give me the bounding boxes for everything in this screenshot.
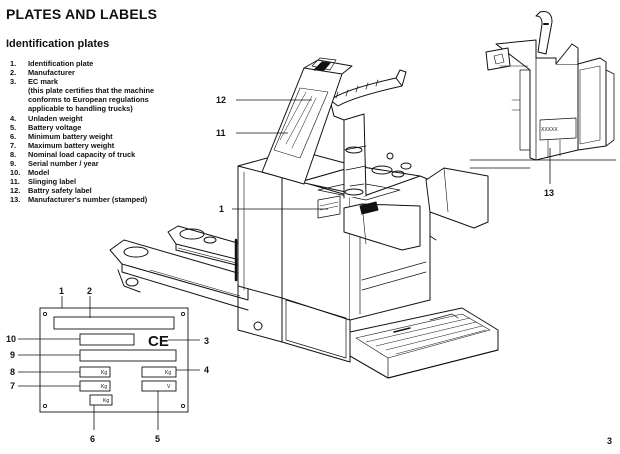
pallet-truck-illustration xyxy=(109,57,499,379)
plate-field-manufacturer xyxy=(53,316,175,330)
rivet-icon xyxy=(42,403,48,409)
list-item: 12. Battry safety label xyxy=(10,186,225,195)
item-text: Minimum battery weight xyxy=(28,131,113,141)
item-text: Slinging label xyxy=(28,177,77,187)
callout-10: 10 xyxy=(6,334,16,344)
unit-kg: Kg xyxy=(101,370,107,376)
item-text: Nominal load capacity of truck xyxy=(28,149,136,159)
callout-13: 13 xyxy=(544,188,554,198)
callout-1-truck: 1 xyxy=(219,204,224,214)
ce-mark-icon: CE xyxy=(148,333,169,350)
list-item: 13. Manufacturer's number (stamped) xyxy=(10,195,225,204)
list-item: 2. Manufacturer xyxy=(10,68,225,77)
item-text: Manufacturer's number (stamped) xyxy=(28,195,148,205)
item-number: 2. xyxy=(10,68,17,78)
unit-v: V xyxy=(167,384,171,390)
stamp-mark: XXXXX xyxy=(541,127,558,133)
item-number: 8. xyxy=(10,149,17,159)
item-text: Battery voltage xyxy=(28,122,82,132)
list-item: 1. Identification plate xyxy=(10,59,225,68)
section-subtitle: Identification plates xyxy=(6,38,110,50)
callout-8: 8 xyxy=(10,367,15,377)
list-item: 6. Minimum battery weight xyxy=(10,132,225,141)
list-item: 9. Serial number / year xyxy=(10,159,225,168)
list-item: 4. Unladen weight xyxy=(10,114,225,123)
item-text: Maximum battery weight xyxy=(28,140,115,150)
callout-lines-plate xyxy=(18,296,200,430)
plate-outline xyxy=(39,307,189,413)
list-item: 3. EC mark (this plate certifies that the… xyxy=(10,77,225,113)
item-text: EC mark (this plate certifies that the m… xyxy=(28,77,155,114)
list-item: 7. Maximum battery weight xyxy=(10,141,225,150)
identification-plate xyxy=(39,307,189,413)
callout-1-plate: 1 xyxy=(59,286,64,296)
callout-3: 3 xyxy=(204,336,209,346)
callout-7: 7 xyxy=(10,381,15,391)
item-number: 6. xyxy=(10,131,17,141)
list-item: 11. Slinging label xyxy=(10,177,225,186)
item-number: 9. xyxy=(10,159,17,169)
callout-lines-truck xyxy=(232,99,328,210)
rivet-icon xyxy=(180,403,186,409)
item-number: 7. xyxy=(10,140,17,150)
plate-field-min-battery xyxy=(89,394,113,406)
callout-12: 12 xyxy=(216,95,226,105)
list-item: 5. Battery voltage xyxy=(10,123,225,132)
legend-list: 1. Identification plate 2. Manufacturer 3.… xyxy=(10,59,225,205)
unit-kg: Kg xyxy=(101,384,107,390)
callout-6: 6 xyxy=(90,434,95,444)
item-number: 5. xyxy=(10,122,17,132)
callout-2: 2 xyxy=(87,286,92,296)
item-text: Model xyxy=(28,168,50,178)
callout-5: 5 xyxy=(155,434,160,444)
rivet-icon xyxy=(42,311,48,317)
plate-field-model xyxy=(79,333,135,346)
rivet-icon xyxy=(180,311,186,317)
item-number: 13. xyxy=(10,195,21,205)
plate-field-serial xyxy=(79,349,177,362)
item-number: 12. xyxy=(10,186,21,196)
item-text: Serial number / year xyxy=(28,159,99,169)
unit-kg: Kg xyxy=(103,398,109,404)
item-number: 4. xyxy=(10,113,17,123)
plate-field-unladen-weight xyxy=(141,366,177,378)
plate-field-voltage xyxy=(141,380,177,392)
list-item: 10. Model xyxy=(10,168,225,177)
callout-11: 11 xyxy=(216,128,226,138)
callout-9: 9 xyxy=(10,350,15,360)
page-number: 3 xyxy=(606,436,612,446)
callout-4: 4 xyxy=(204,365,209,375)
item-text: Identification plate xyxy=(28,59,94,68)
side-view-illustration xyxy=(469,11,617,169)
unit-kg: Kg xyxy=(165,370,171,376)
page-title: PLATES AND LABELS xyxy=(6,6,158,22)
item-number: 1. xyxy=(10,59,17,68)
item-text: Unladen weight xyxy=(28,113,83,123)
list-item: 8. Nominal load capacity of truck xyxy=(10,150,225,159)
item-text: Battry safety label xyxy=(28,186,92,196)
item-number: 3. xyxy=(10,77,17,87)
item-number: 10. xyxy=(10,168,21,178)
item-number: 11. xyxy=(10,177,20,187)
item-text: Manufacturer xyxy=(28,68,75,78)
